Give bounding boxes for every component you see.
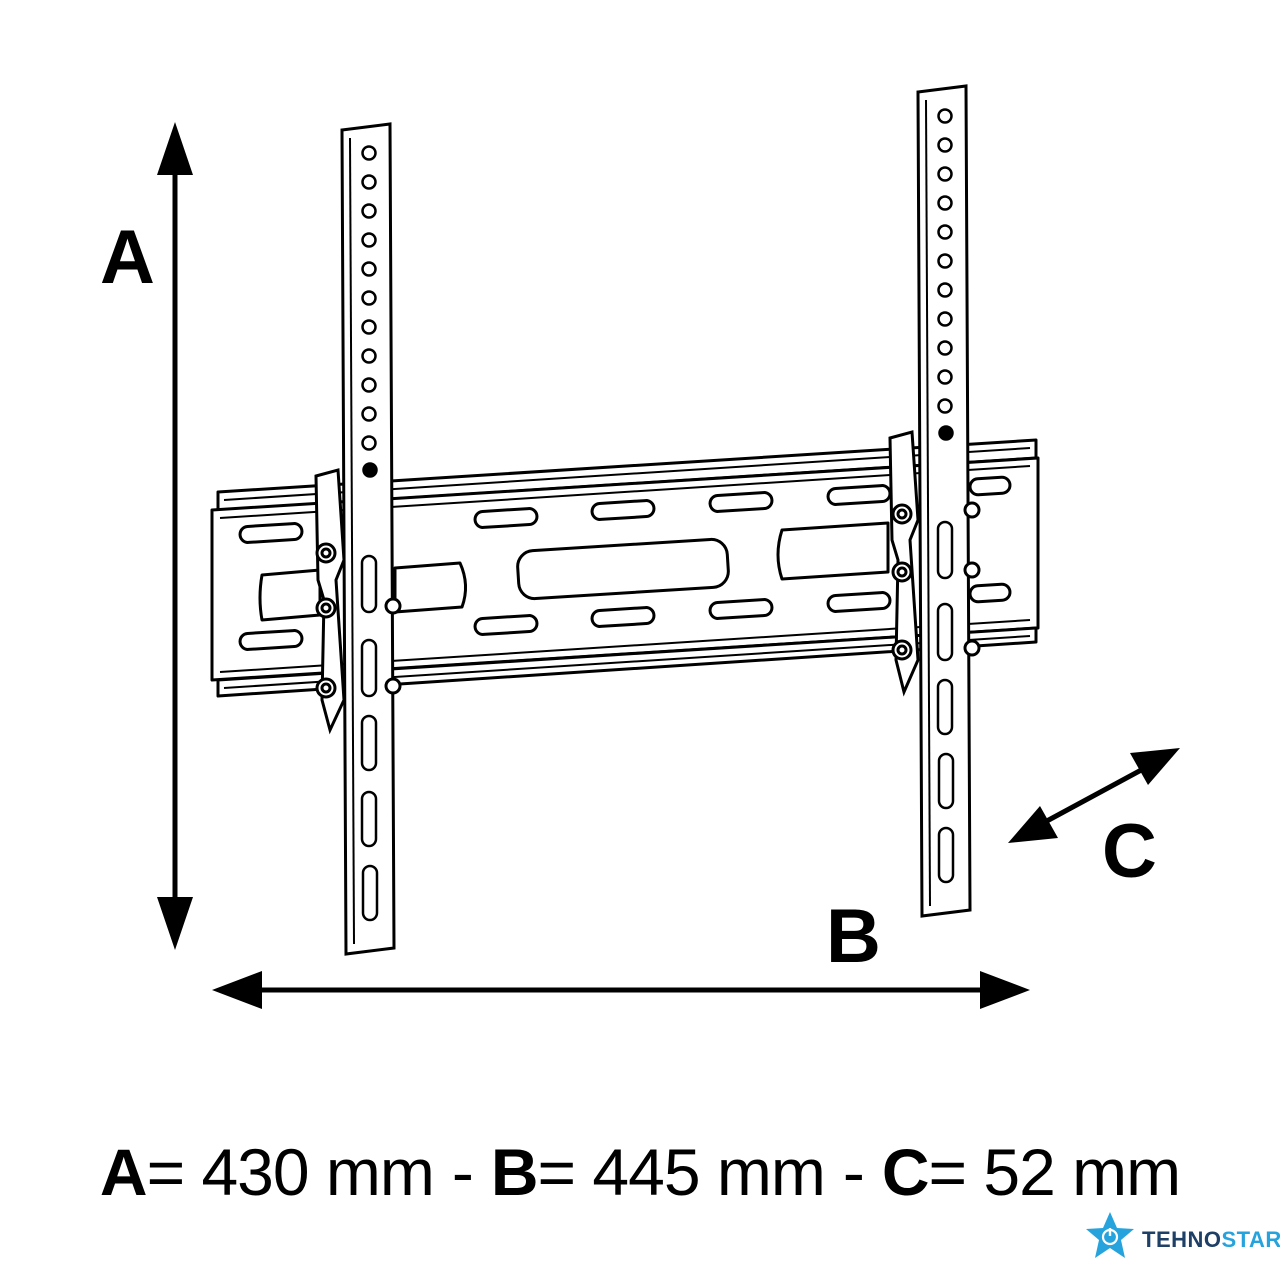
caption-c-value: = 52 mm	[928, 1135, 1181, 1209]
logo-text-part2: STAR	[1221, 1227, 1280, 1252]
dimension-c-arrow	[1008, 748, 1180, 843]
caption-a-key: A	[99, 1135, 148, 1209]
caption-b-value: = 445 mm	[537, 1135, 826, 1209]
left-vertical-arm	[314, 122, 402, 956]
right-vertical-arm	[888, 84, 981, 918]
dimension-c-label: C	[1102, 809, 1157, 894]
logo-wordmark: TEHNOSTAR	[1142, 1227, 1280, 1253]
dimension-a-arrow	[157, 122, 193, 950]
dimension-b-arrow	[212, 971, 1030, 1009]
left-arm-holes	[361, 145, 378, 478]
caption-separator-1: -	[451, 1135, 474, 1209]
plate-cutouts	[258, 521, 890, 622]
caption-b-key: B	[490, 1135, 539, 1209]
bottom-slot-row	[238, 582, 1012, 651]
star-power-icon	[1086, 1212, 1134, 1258]
dimension-a-label: A	[100, 215, 155, 300]
caption-a-value: = 430 mm	[146, 1135, 435, 1209]
caption-separator-2: -	[842, 1135, 865, 1209]
logo-text-part1: TEHNO	[1142, 1227, 1222, 1252]
right-arm-holes	[937, 108, 954, 441]
dimensions-caption: A= 430 mm-B= 445 mm-C= 52 mm	[0, 1132, 1280, 1212]
wall-plate	[210, 438, 1040, 698]
tehnostar-logo	[1086, 1212, 1134, 1258]
top-slot-row	[238, 475, 1012, 544]
caption-c-key: C	[881, 1135, 930, 1209]
dimension-b-label: B	[826, 894, 881, 979]
